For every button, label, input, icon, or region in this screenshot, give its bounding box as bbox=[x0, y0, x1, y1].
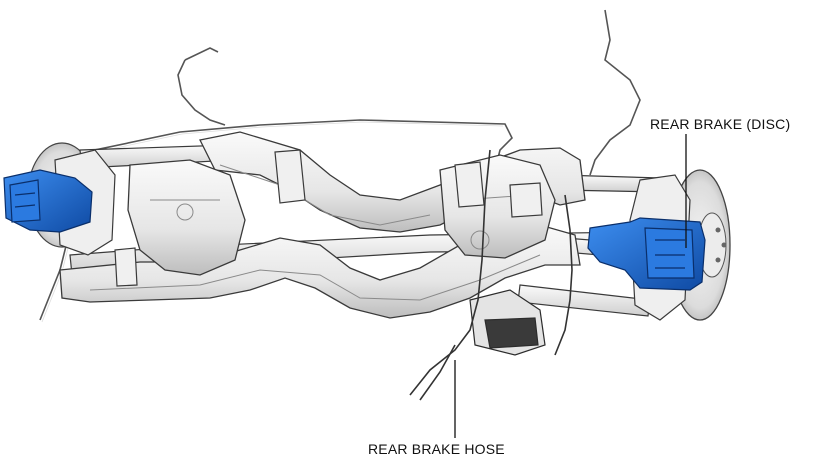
rear-brake-disc-label: REAR BRAKE (DISC) bbox=[650, 116, 791, 132]
subframe-details bbox=[89, 164, 541, 301]
right-brake-caliper bbox=[587, 217, 706, 291]
mounting-brackets bbox=[114, 149, 543, 287]
left-brake-caliper bbox=[3, 169, 93, 233]
leader-lines bbox=[454, 134, 687, 438]
rear-subframe bbox=[59, 131, 586, 319]
lower-bushing-bracket bbox=[469, 289, 546, 356]
rear-brake-hose-label: REAR BRAKE HOSE bbox=[368, 441, 505, 457]
rear-brake-hose bbox=[409, 149, 573, 401]
